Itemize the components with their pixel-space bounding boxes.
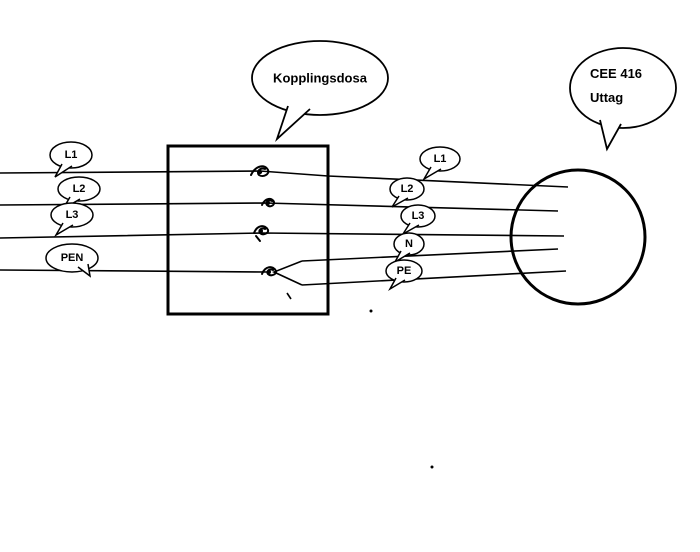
wire-n-line	[301, 248, 559, 262]
outlet-label-line2: Uttag	[590, 90, 624, 105]
bubble-l1-right	[419, 146, 461, 172]
wire-label-pe: PE	[396, 265, 412, 277]
junction-box-label: Kopplingsdosa	[273, 70, 367, 86]
bubble-cee-uttag-tail	[599, 119, 622, 152]
bubble-l2-left	[57, 176, 101, 202]
wire-label-pen: PEN	[60, 252, 84, 264]
wire-label-l3-right: L3	[411, 210, 425, 222]
stray-dot	[369, 309, 373, 313]
connector-l3-dot	[259, 229, 263, 233]
wire-label-l1-right: L1	[433, 153, 447, 165]
stray-dot	[430, 465, 434, 469]
bubble-kopplingsdosa-ellipse	[251, 40, 389, 116]
bubble-cee-uttag-ellipse	[569, 47, 677, 129]
connector-l1-dot	[257, 169, 263, 175]
bubble-l3-left-tail	[53, 222, 74, 238]
wire-label-l2-left: L2	[72, 183, 86, 195]
cee-outlet-circle	[509, 168, 647, 306]
junction-box	[166, 144, 330, 316]
bubble-l1-left	[49, 141, 93, 169]
connector-pen-dot	[267, 270, 271, 274]
wire-pen-line	[0, 269, 269, 273]
bubble-pen-tail	[77, 263, 92, 278]
bubble-l3-left	[50, 202, 94, 228]
pen-split-fork	[271, 260, 303, 286]
wire-label-l3-left: L3	[65, 209, 79, 221]
bubble-cee-uttag	[569, 47, 677, 152]
bubble-kopplingsdosa	[251, 40, 389, 142]
bubble-kopplingsdosa-tail	[275, 105, 311, 142]
bubble-l1-right-tail	[421, 166, 442, 182]
bubble-l1-left-tail	[54, 163, 73, 178]
connector-l2-dot	[266, 201, 270, 205]
stray-mark	[286, 292, 292, 300]
wire-l3-line	[0, 232, 565, 239]
bubble-l3-right	[400, 204, 436, 228]
wire-label-l2-right: L2	[400, 183, 414, 195]
wire-label-l1-left: L1	[64, 149, 78, 161]
bubble-n	[393, 232, 425, 256]
wire-l1-line	[0, 170, 569, 188]
bubble-l2-right-tail	[391, 195, 409, 208]
bubble-pe-tail	[388, 277, 406, 292]
connector-l3-tail	[255, 235, 261, 242]
wire-label-n: N	[405, 238, 413, 250]
wire-l2-line	[0, 202, 559, 212]
bubble-pe	[385, 259, 423, 283]
bubble-l2-right	[389, 177, 425, 201]
outlet-label-line1: CEE 416	[590, 66, 643, 81]
